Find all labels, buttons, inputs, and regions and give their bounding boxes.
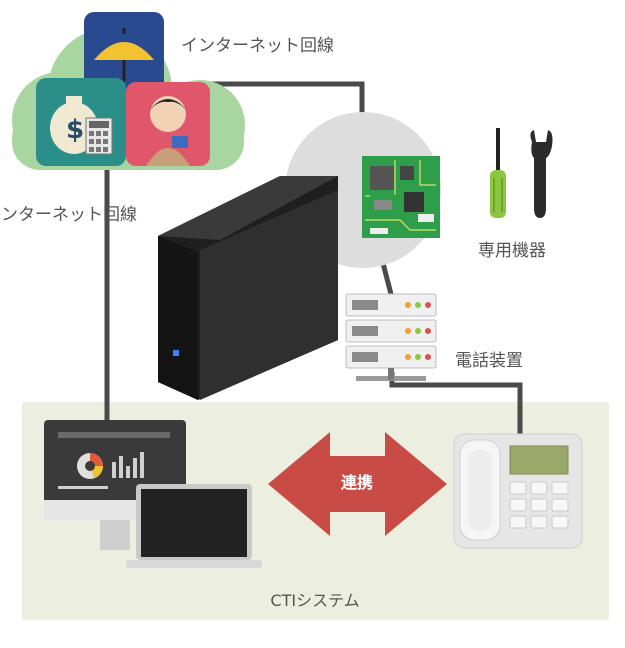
link-arrow <box>268 432 447 536</box>
server-rack-icon <box>345 293 437 381</box>
svg-text:$: $ <box>66 115 84 145</box>
label-internet-line-top: インターネット回線 <box>181 36 334 56</box>
operator-icon <box>126 82 210 166</box>
label-cti-system: CTIシステム <box>270 591 360 610</box>
label-internet-line-left: インターネット回線 <box>0 205 137 225</box>
label-link: 連携 <box>340 473 373 492</box>
label-dedicated-device: 専用機器 <box>478 241 546 261</box>
desk-phone-icon <box>453 433 583 549</box>
server-tower-icon <box>158 176 338 400</box>
screwdriver-icon <box>490 128 506 218</box>
line-rack-to-phone <box>389 372 523 440</box>
money-calculator-icon: $ <box>36 78 126 166</box>
laptop-icon <box>126 484 262 568</box>
line-cloud-to-router <box>205 81 365 125</box>
label-phone-device: 電話装置 <box>455 351 523 371</box>
wrench-icon <box>530 130 553 218</box>
circuit-board-icon <box>362 156 440 238</box>
